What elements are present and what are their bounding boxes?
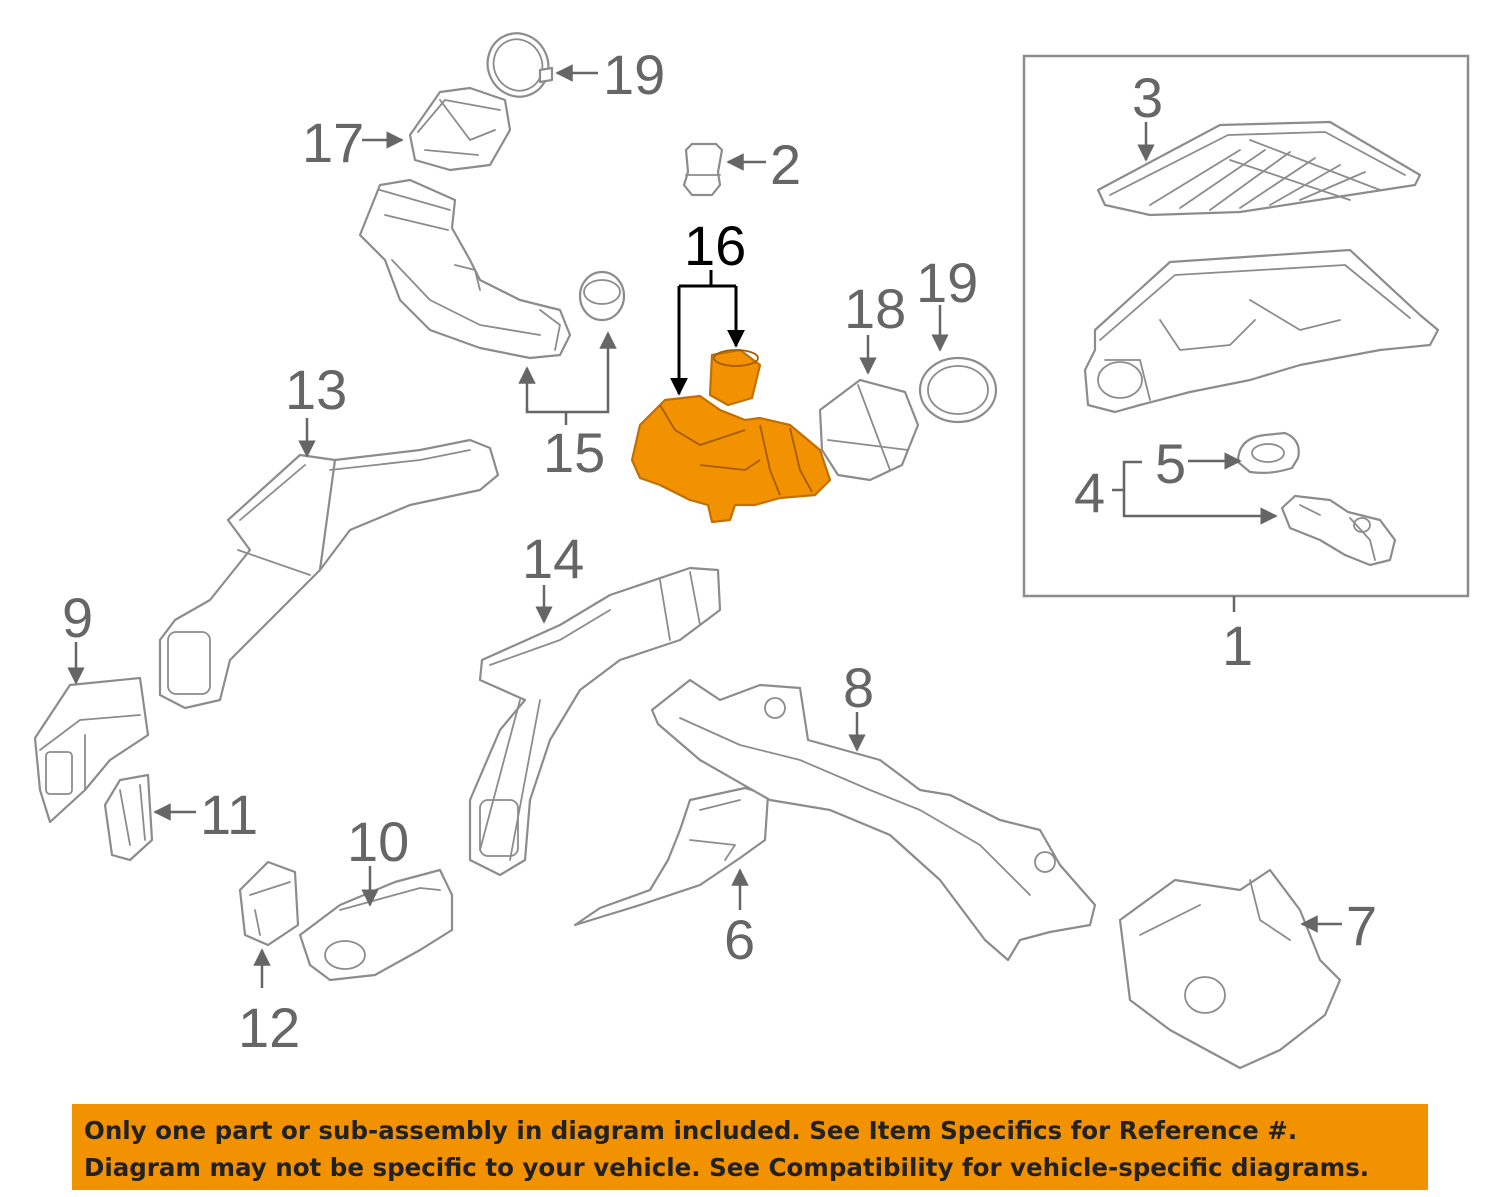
callout-6: 6 bbox=[724, 908, 756, 971]
part-14-duct bbox=[468, 566, 722, 877]
part-5-grommet bbox=[1236, 431, 1300, 474]
callout-9: 9 bbox=[62, 586, 94, 649]
callout-14: 14 bbox=[522, 527, 585, 590]
callout-1: 1 bbox=[1222, 614, 1254, 677]
part-19-clamp-right bbox=[918, 356, 998, 424]
callout-19-right: 19 bbox=[916, 251, 979, 314]
part-18-coupler bbox=[818, 378, 920, 482]
part-19-clamp-top bbox=[486, 32, 554, 98]
callout-7: 7 bbox=[1346, 894, 1378, 957]
part-12-clip bbox=[238, 860, 300, 947]
callout-13: 13 bbox=[285, 358, 348, 421]
callout-3: 3 bbox=[1132, 66, 1164, 129]
part-17-seal bbox=[408, 86, 512, 172]
callout-4: 4 bbox=[1074, 461, 1106, 524]
assembly-1-frame bbox=[1022, 54, 1470, 598]
part-11-bracket bbox=[103, 773, 154, 862]
callout-2: 2 bbox=[770, 133, 802, 196]
notice-line-1: Only one part or sub-assembly in diagram… bbox=[84, 1116, 1298, 1145]
part-13-duct bbox=[158, 438, 500, 710]
callout-5: 5 bbox=[1155, 432, 1187, 495]
callout-12: 12 bbox=[238, 996, 301, 1059]
part-15-duct bbox=[358, 178, 572, 360]
part-3-air-cleaner-cover bbox=[1096, 120, 1422, 217]
callout-19-top: 19 bbox=[603, 43, 666, 106]
callout-8: 8 bbox=[843, 656, 875, 719]
part-8-reinforcement bbox=[650, 678, 1097, 962]
part-2-mount bbox=[682, 142, 724, 197]
callout-11: 11 bbox=[200, 783, 259, 846]
part-10-vent-duct bbox=[298, 868, 454, 982]
part-9-vent bbox=[33, 676, 150, 824]
callout-18: 18 bbox=[844, 277, 907, 340]
part-15-ring bbox=[578, 270, 626, 322]
part-16-air-intake-hose bbox=[630, 348, 832, 524]
callout-10: 10 bbox=[347, 810, 410, 873]
callout-17: 17 bbox=[302, 111, 365, 174]
notice-line-2: Diagram may not be specific to your vehi… bbox=[84, 1153, 1370, 1182]
part-7-shield bbox=[1118, 868, 1342, 1070]
callout-15: 15 bbox=[543, 421, 606, 484]
part-1-air-cleaner-housing bbox=[1083, 248, 1440, 414]
callout-16: 16 bbox=[684, 214, 747, 277]
notice-banner: Only one part or sub-assembly in diagram… bbox=[72, 1104, 1428, 1190]
part-4-sensor bbox=[1280, 494, 1397, 567]
